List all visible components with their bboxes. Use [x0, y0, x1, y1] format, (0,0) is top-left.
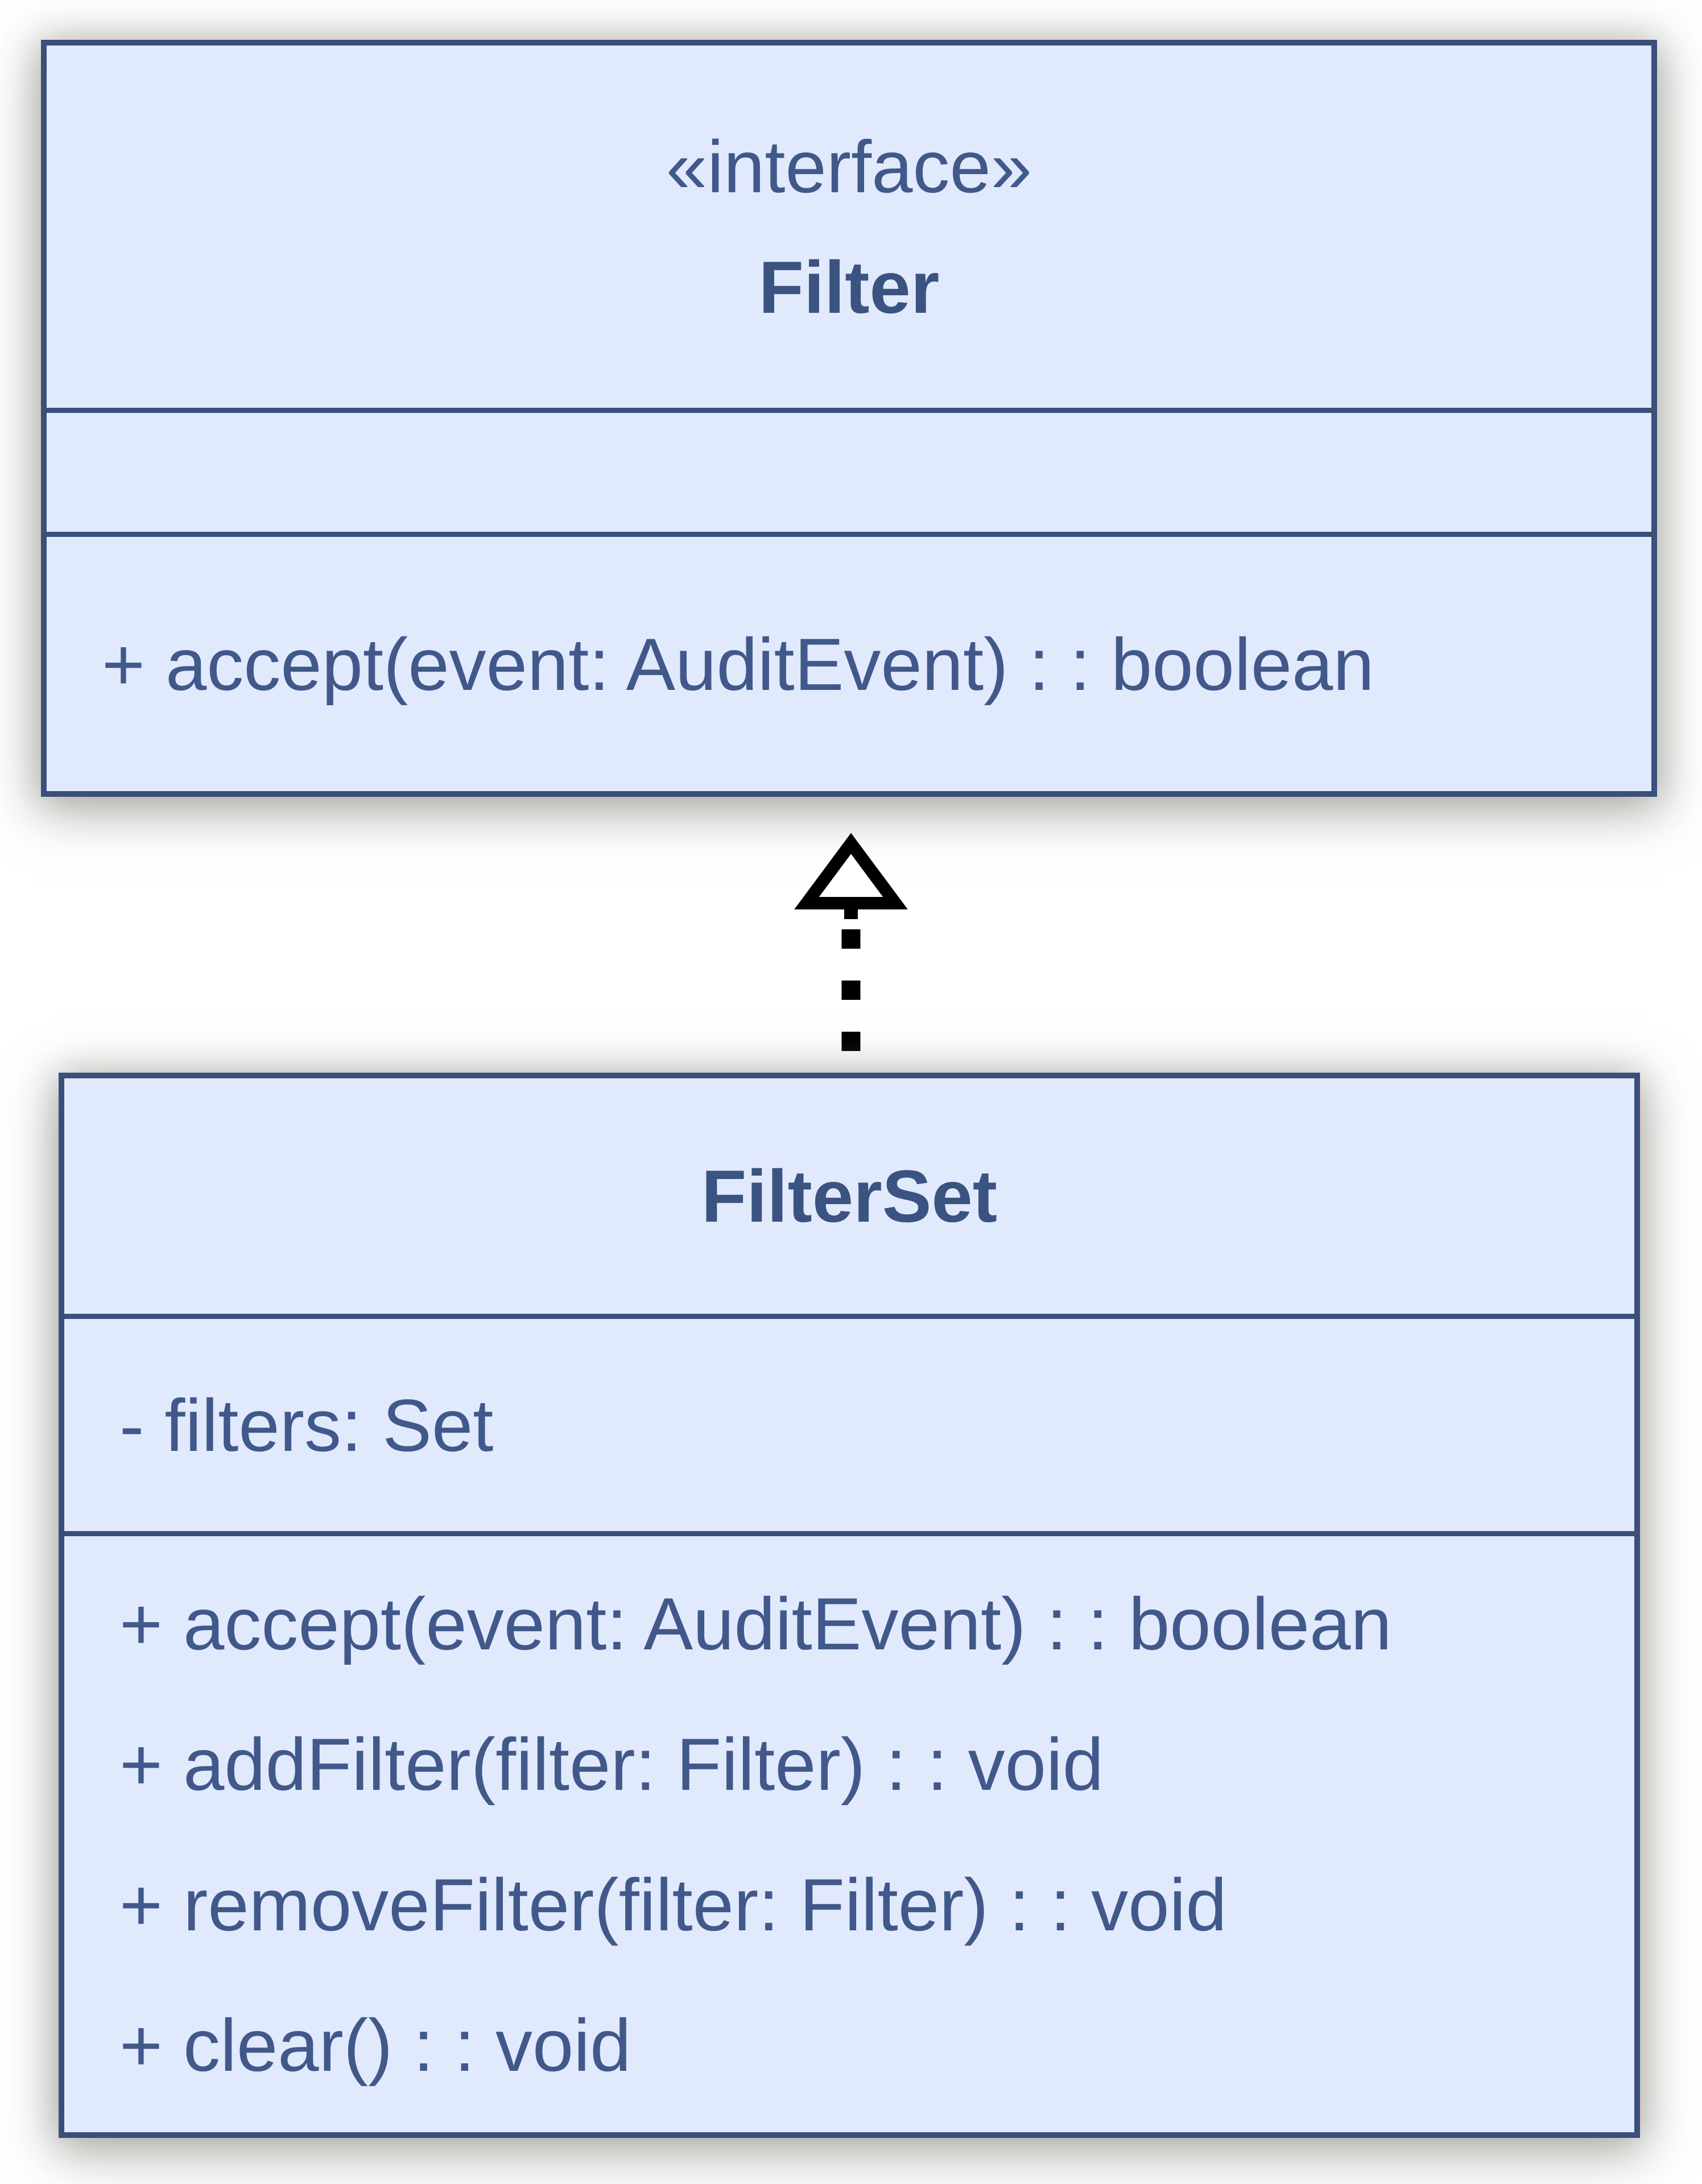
filter-stereotype-label: «interface» — [666, 125, 1032, 208]
filter-class-name: Filter — [758, 245, 940, 329]
class-box-filterset: FilterSet - filters: Set + accept(event:… — [59, 1073, 1640, 2138]
filter-header-compartment: «interface» Filter — [47, 46, 1651, 408]
filterset-attributes-compartment: - filters: Set — [64, 1314, 1634, 1531]
class-box-filter: «interface» Filter + accept(event: Audit… — [41, 40, 1657, 797]
method-row: + clear() : : void — [119, 2003, 631, 2087]
filterset-header-compartment: FilterSet — [64, 1078, 1634, 1314]
filterset-class-name: FilterSet — [701, 1155, 998, 1238]
method-row: + accept(event: AuditEvent) : : boolean — [102, 622, 1374, 706]
filter-attributes-compartment — [47, 408, 1651, 532]
method-row: + addFilter(filter: Filter) : : void — [119, 1722, 1104, 1806]
filterset-methods-compartment: + accept(event: AuditEvent) : : boolean … — [64, 1531, 1634, 2132]
filter-methods-compartment: + accept(event: AuditEvent) : : boolean — [47, 532, 1651, 791]
attribute-row: - filters: Set — [119, 1383, 494, 1467]
method-row: + accept(event: AuditEvent) : : boolean — [119, 1582, 1392, 1665]
hollow-triangle-arrowhead — [794, 833, 908, 909]
realization-arrow — [794, 833, 908, 1073]
method-row: + removeFilter(filter: Filter) : : void — [119, 1863, 1227, 1946]
